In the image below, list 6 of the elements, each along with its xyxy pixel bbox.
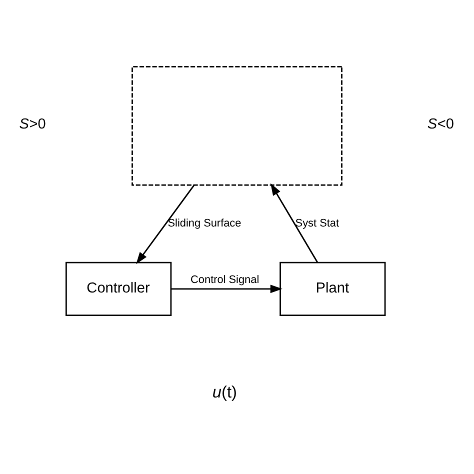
label: S<0	[427, 116, 454, 132]
edge-label: Control Signal	[190, 274, 260, 286]
edge-label: Syst Stat	[295, 218, 340, 230]
label: S>0	[19, 116, 46, 132]
label: u(t)	[212, 384, 237, 402]
edge-label: Sliding Surface	[168, 218, 242, 230]
